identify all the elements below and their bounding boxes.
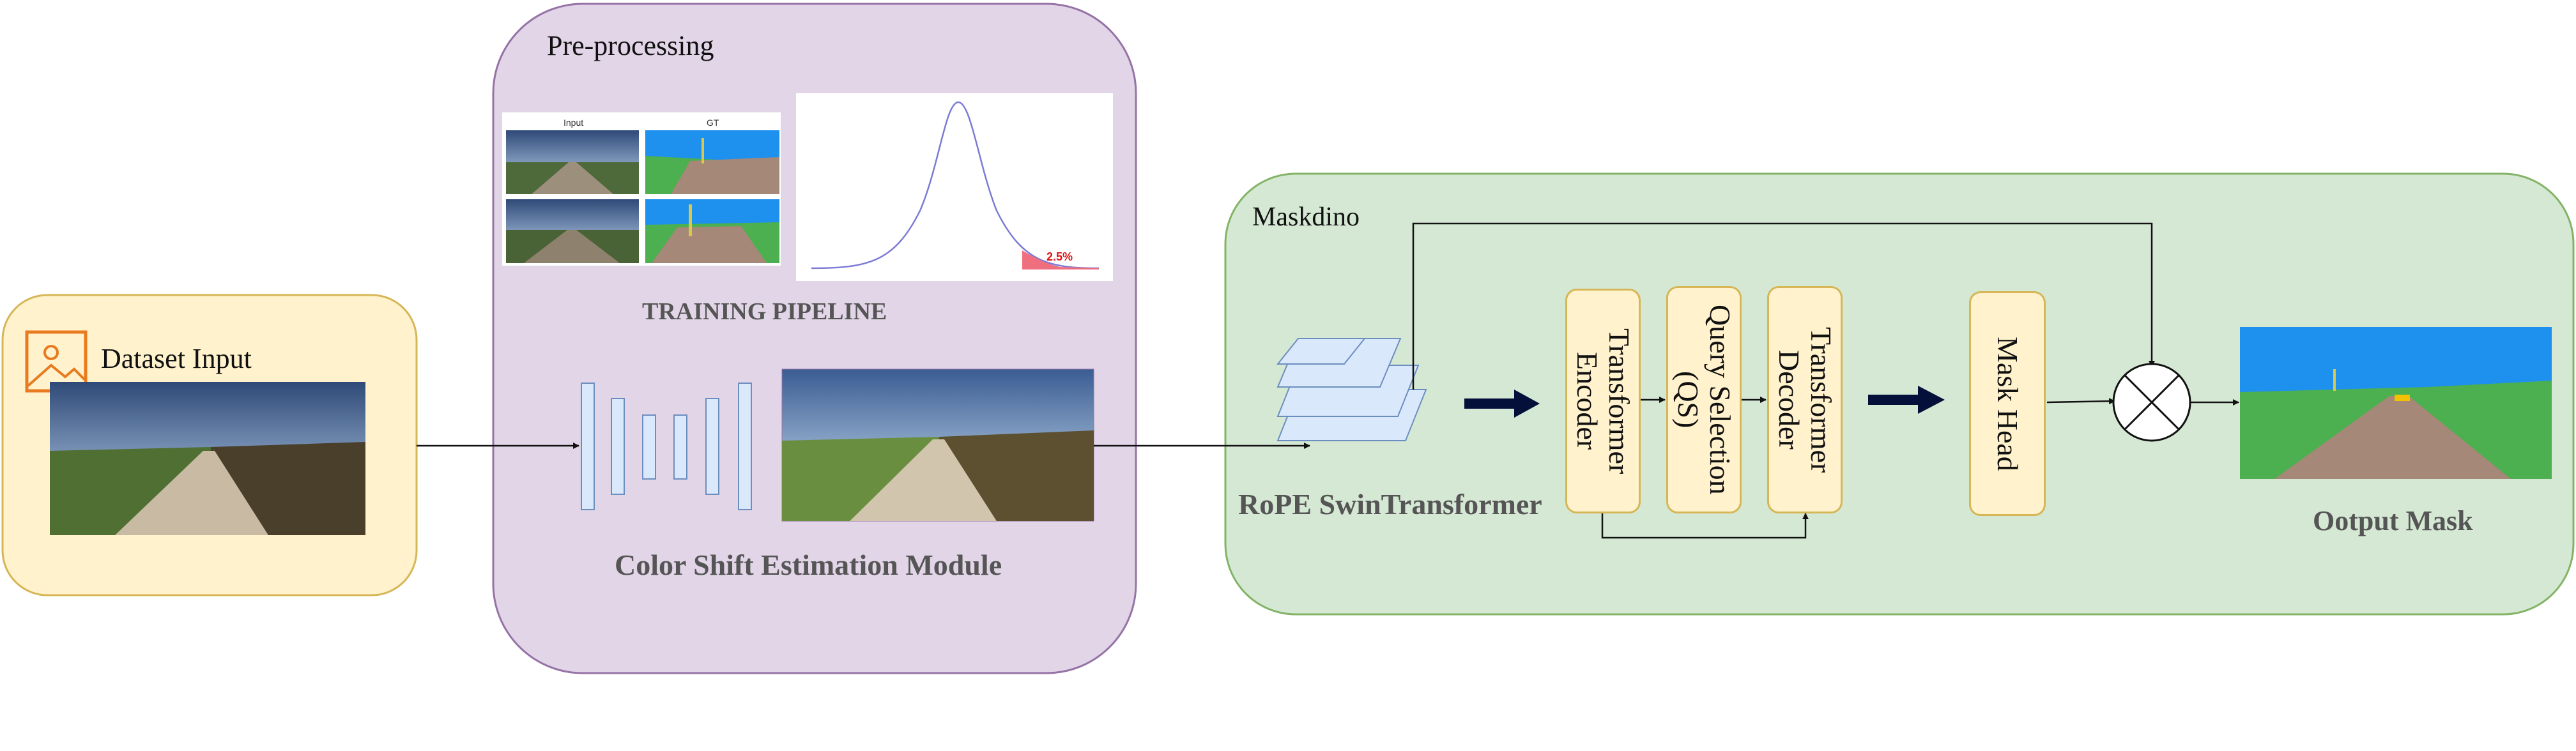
thick-arrow-2 bbox=[1868, 386, 1945, 414]
encoder-to-decoder-bypass bbox=[1601, 513, 1809, 539]
sample-header-gt: GT bbox=[707, 118, 719, 128]
transformer-decoder-block: Transformer Decoder bbox=[1767, 286, 1843, 513]
query-selection-block: Query Selection (QS) bbox=[1666, 286, 1742, 513]
mask-head-label: Mask Head bbox=[1991, 336, 2024, 471]
output-mask-image bbox=[2240, 327, 2552, 479]
preprocessing-title: Pre-processing bbox=[547, 30, 714, 61]
training-pipeline-label: TRAINING PIPELINE bbox=[642, 298, 887, 325]
dataset-title: Dataset Input bbox=[101, 343, 252, 374]
multiply-circle-icon bbox=[2112, 363, 2191, 442]
transformer-encoder-label: Transformer Encoder bbox=[1571, 328, 1636, 474]
color-shift-module-label: Color Shift Estimation Module bbox=[615, 549, 1002, 581]
mask-head-block: Mask Head bbox=[1969, 291, 2046, 516]
training-samples-grid bbox=[502, 112, 781, 266]
distribution-annotation: 2.5% bbox=[1046, 250, 1073, 263]
query-selection-label: Query Selection (QS) bbox=[1672, 305, 1736, 495]
transformer-decoder-label: Transformer Decoder bbox=[1773, 326, 1837, 473]
color-shift-network bbox=[581, 383, 752, 510]
output-mask-label: Ootput Mask bbox=[2313, 505, 2473, 536]
tail-highlight bbox=[1022, 250, 1099, 269]
gaussian-curve bbox=[811, 101, 1100, 269]
transformer-encoder-block: Transformer Encoder bbox=[1565, 289, 1641, 513]
maskdino-container bbox=[1224, 172, 2575, 616]
arrow-maskhead-to-combine bbox=[2046, 398, 2115, 405]
maskdino-title: Maskdino bbox=[1252, 202, 1360, 232]
color-corrected-image bbox=[781, 368, 1094, 522]
thick-arrow-1 bbox=[1464, 390, 1540, 418]
skip-connection bbox=[1412, 222, 2155, 390]
backbone-layer-stack bbox=[1276, 338, 1427, 441]
backbone-label: RoPE SwinTransformer bbox=[1238, 488, 1542, 520]
distribution-plot bbox=[796, 93, 1113, 281]
sample-header-input: Input bbox=[564, 118, 584, 128]
dataset-road-image bbox=[50, 382, 365, 535]
